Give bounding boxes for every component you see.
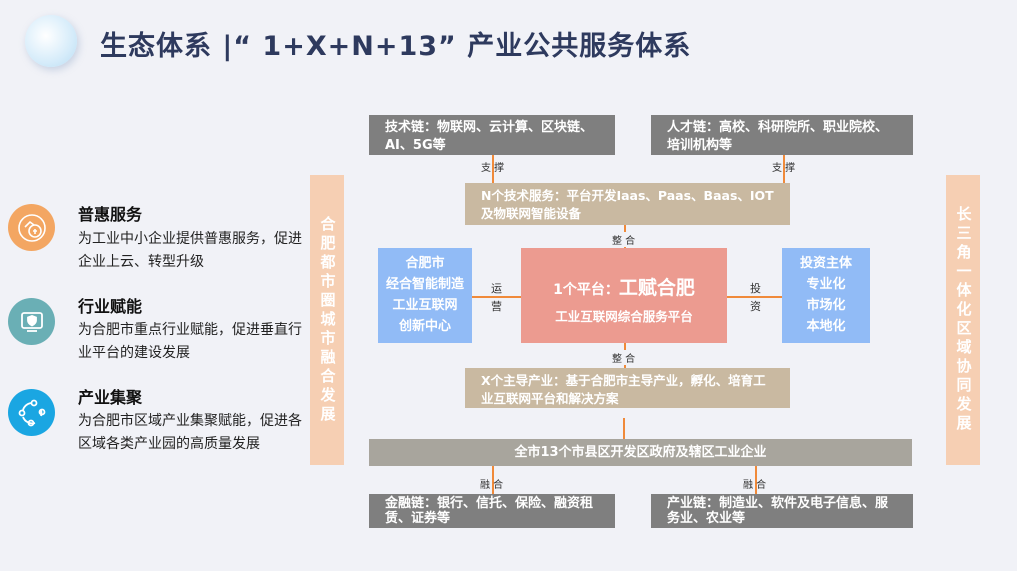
item-desc: 为合肥市区域产业集聚赋能，促进各区域各类产业园的高质量发展 [78,413,302,452]
connector-arrow [727,296,782,298]
finance-chain-box: 金融链：银行、信托、保险、融资租赁、证券等 [369,494,615,528]
invest-label: 投 [750,280,761,296]
right-center-line: 专业化 [806,277,846,293]
left-vertical-banner: 合肥都市圈城市融合发展 [310,175,344,465]
support-label: 支 撑 [481,163,505,174]
shield-monitor-icon [8,298,55,345]
hefei-innovation-center: 合肥市 经合智能制造 工业互联网 创新中心 [378,248,472,343]
right-vertical-banner: 长三角一体化区域协同发展 [946,175,980,465]
operate-label: 营 [491,300,502,313]
industry-chain-box: 产业链：制造业、软件及电子信息、服务业、农业等 [651,494,913,528]
integrate-label: 整 合 [612,232,636,247]
integrate-label: 整 合 [612,350,636,365]
left-center-line: 经合智能制造 [385,277,464,293]
platform-name: 工赋合肥 [618,277,695,299]
operate-label: 运 [491,282,502,295]
right-center-line: 市场化 [806,297,846,313]
decorative-bubble [25,15,77,67]
fuse-label: 融 合 [480,480,504,491]
connector-arrow [492,466,494,494]
tech-chain-box: 技术链：物联网、云计算、区块链、AI、5G等 [369,115,615,155]
item-title: 产业集聚 [78,388,143,407]
network-cycle-icon [8,389,55,436]
x-industries-box: X个主导产业：基于合肥市主导产业，孵化、培育工业互联网平台和解决方案 [465,368,790,408]
support-label: 支 撑 [772,163,796,174]
fuse-label: 融 合 [743,480,767,491]
right-center-line: 本地化 [806,318,846,334]
left-center-line: 合肥市 [405,256,445,272]
platform-box: 1个平台：工赋合肥 工业互联网综合服务平台 [521,248,727,343]
connector-arrow [492,155,494,183]
city-bar: 全市13个市县区开发区政府及辖区工业企业 [369,439,912,466]
talent-chain-box: 人才链：高校、科研院所、职业院校、培训机构等 [651,115,913,155]
left-center-line: 工业互联网 [392,297,458,313]
investment-entity-box: 投资主体 专业化 市场化 本地化 [782,248,870,343]
platform-subtitle: 工业互联网综合服务平台 [555,309,693,324]
right-center-line: 投资主体 [799,256,852,272]
left-vertical-text: 合肥都市圈城市融合发展 [318,215,337,425]
n-services-box: N个技术服务：平台开发Iaas、Paas、Baas、IOT及物联网智能设备 [465,183,790,225]
left-center-line: 创新中心 [398,318,451,334]
item-desc: 为合肥市重点行业赋能，促进垂直行业平台的建设发展 [78,322,302,361]
item-title: 普惠服务 [78,205,143,224]
item-desc: 为工业中小企业提供普惠服务，促进企业上云、转型升级 [78,231,302,270]
platform-prefix: 1个平台： [553,282,619,298]
page-title: 生态体系 |“ 1+X+N+13” 产业公共服务体系 [100,31,692,62]
connector-arrow [472,296,521,298]
connector-arrow [623,418,625,439]
coin-hand-icon [8,204,55,251]
item-title: 行业赋能 [78,297,143,316]
right-vertical-text: 长三角一体化区域协同发展 [954,206,973,434]
connector-arrow [783,155,785,183]
connector-arrow [755,466,757,494]
invest-label: 资 [750,300,761,313]
